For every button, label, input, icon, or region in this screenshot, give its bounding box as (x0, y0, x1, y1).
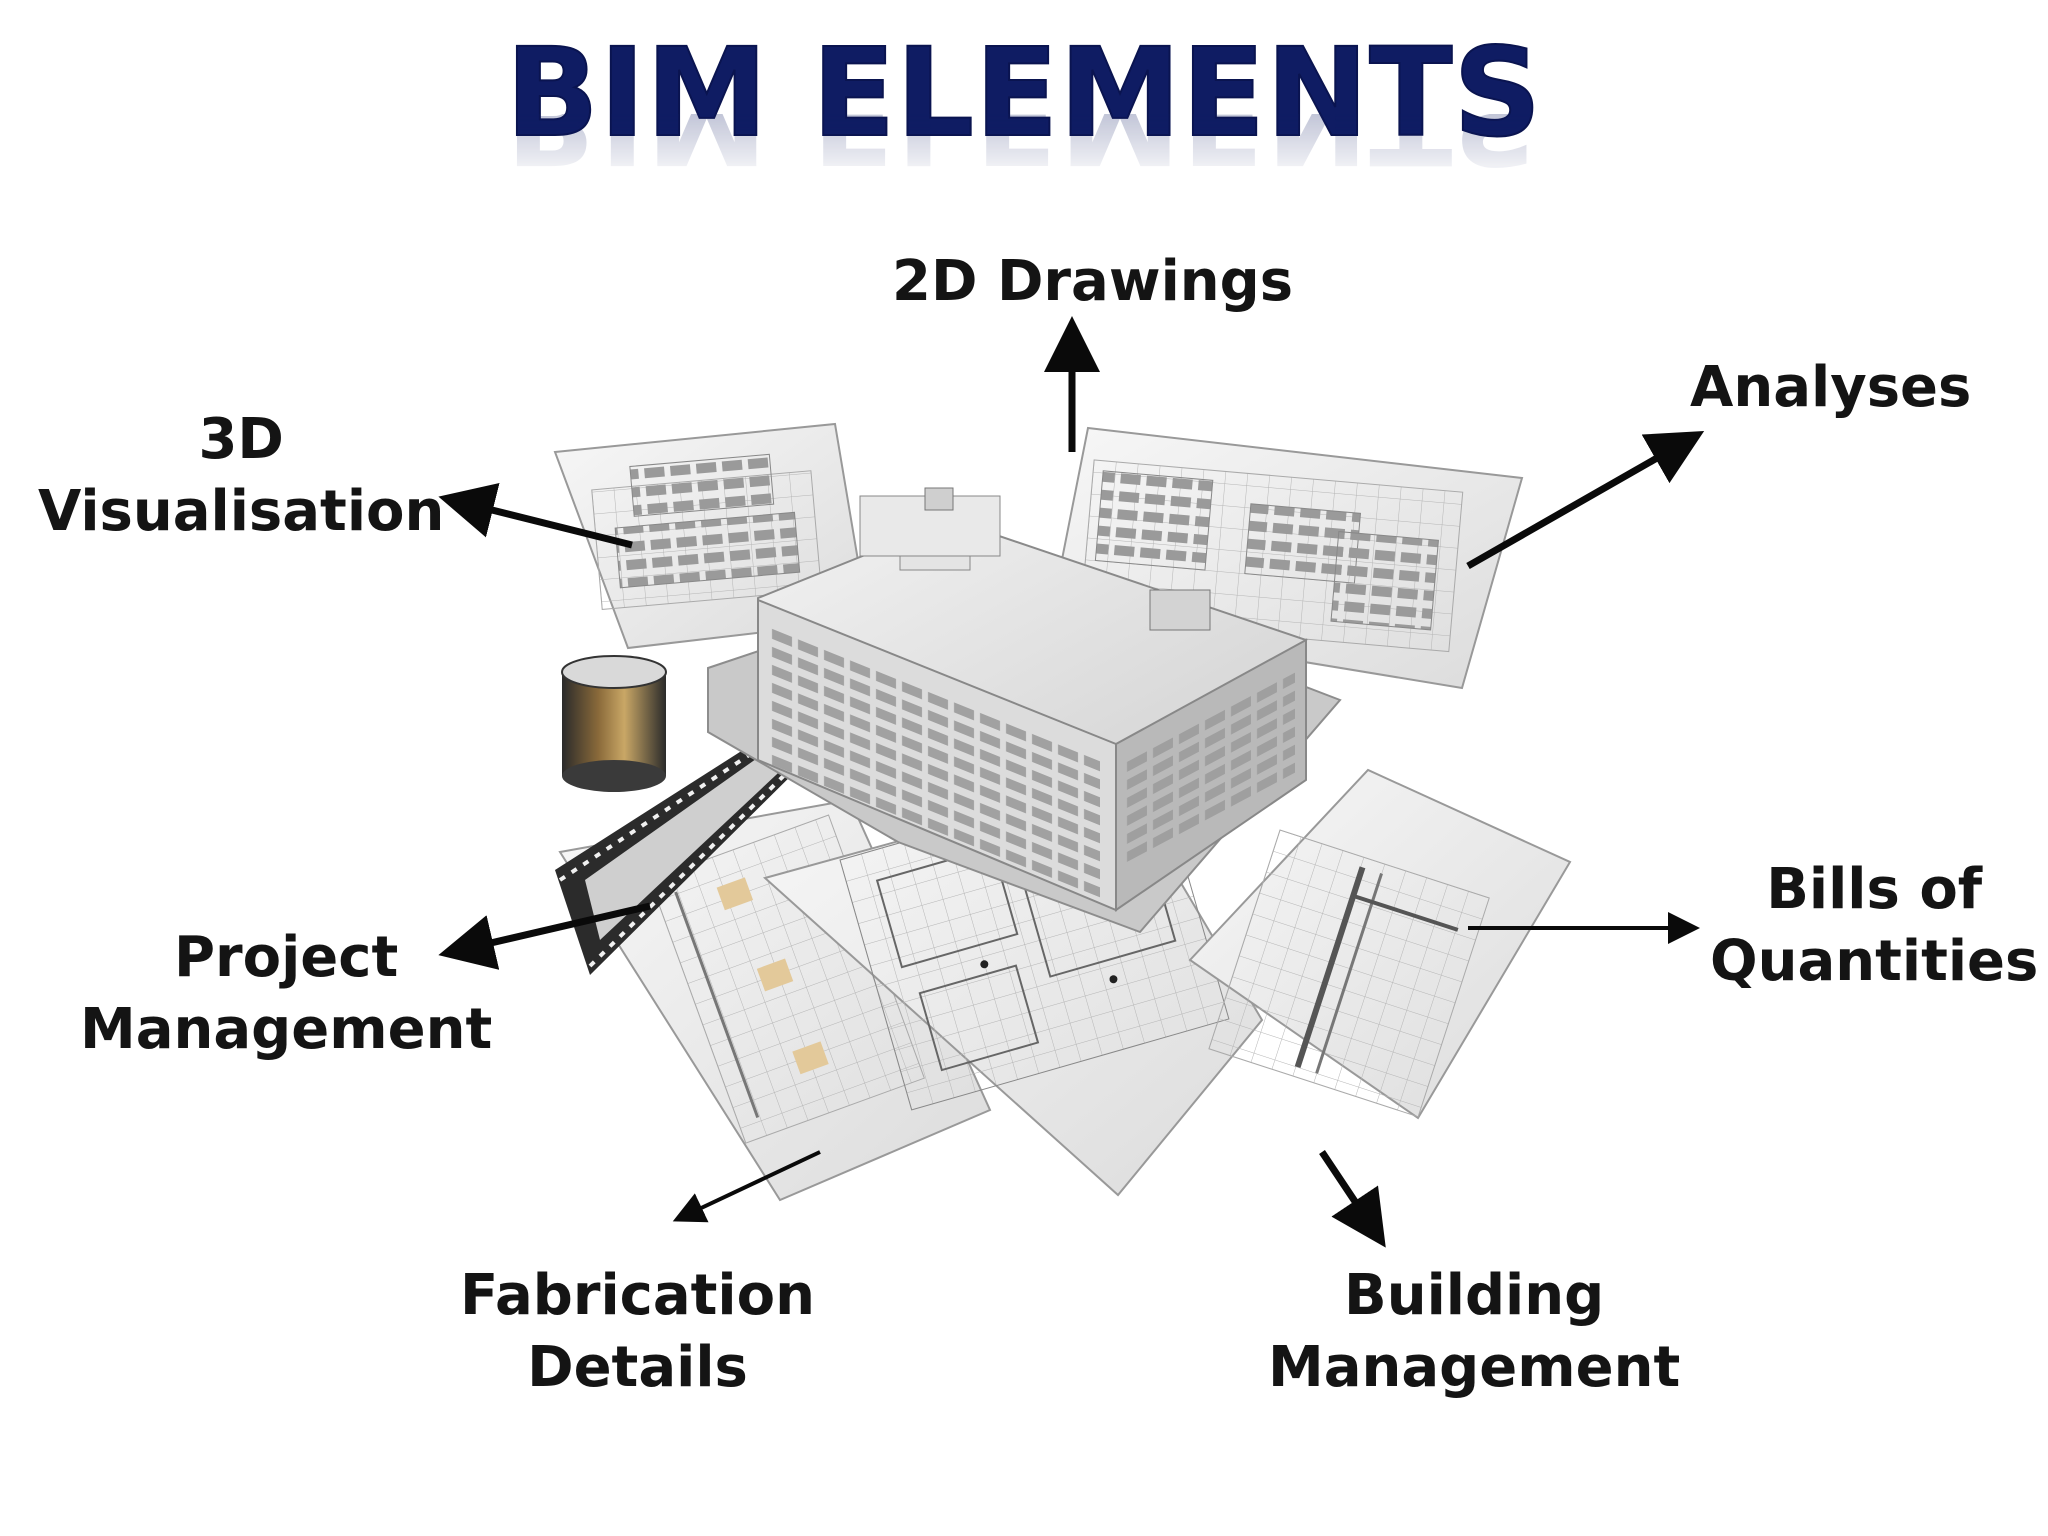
label-2d-drawings-text: 2D Drawings (892, 249, 1293, 314)
label-fabrication-details-line2: Details (460, 1332, 815, 1404)
label-bills-of-quantities-line2: Quantities (1710, 926, 2038, 998)
label-project-management-line2: Management (80, 994, 492, 1066)
label-building-management: Building Management (1268, 1260, 1680, 1404)
label-building-management-line1: Building (1268, 1260, 1680, 1332)
panorama-cylinder (562, 656, 666, 792)
label-analyses-text: Analyses (1690, 355, 1971, 420)
label-3d-visualisation: 3D Visualisation (38, 404, 444, 548)
label-analyses: Analyses (1690, 352, 1971, 424)
arrow-building-management (1322, 1152, 1378, 1236)
label-2d-drawings: 2D Drawings (892, 246, 1293, 318)
label-bills-of-quantities-line1: Bills of (1710, 854, 2038, 926)
label-fabrication-details: Fabrication Details (460, 1260, 815, 1404)
label-3d-visualisation-line1: 3D (38, 404, 444, 476)
quantities-sheet (1190, 770, 1570, 1118)
label-project-management-line1: Project (80, 922, 492, 994)
label-bills-of-quantities: Bills of Quantities (1710, 854, 2038, 998)
label-building-management-line2: Management (1268, 1332, 1680, 1404)
label-project-management: Project Management (80, 922, 492, 1066)
label-fabrication-details-line1: Fabrication (460, 1260, 815, 1332)
label-3d-visualisation-line2: Visualisation (38, 476, 444, 548)
